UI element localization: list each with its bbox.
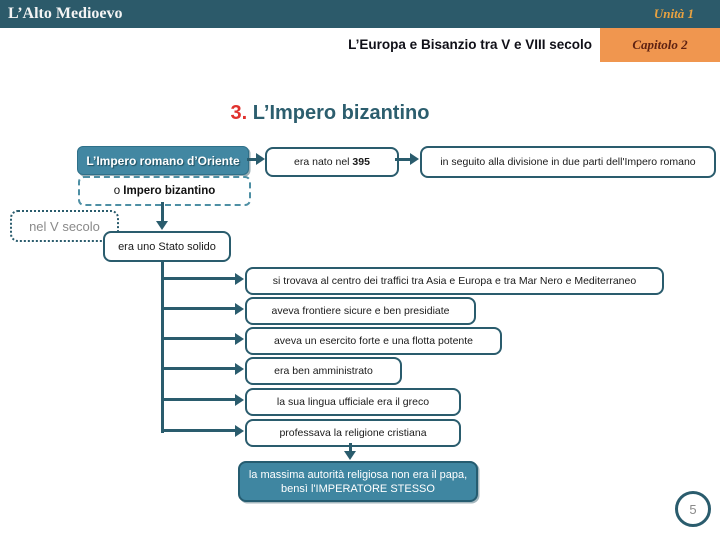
page-number: 5 [689, 501, 697, 517]
connector-line [161, 367, 236, 370]
arrow-right-icon [235, 425, 244, 437]
concept-box-impero-oriente: L’Impero romano d’Oriente [77, 146, 249, 175]
connector-line [349, 443, 352, 452]
feature-box: si trovava al centro dei traffici tra As… [245, 267, 664, 295]
feature-label: aveva frontiere sicure e ben presidiate [271, 305, 450, 317]
header-title: L’Alto Medioevo [8, 5, 123, 22]
connector-line [161, 202, 164, 223]
feature-box: aveva frontiere sicure e ben presidiate [245, 297, 476, 325]
arrow-right-icon [235, 333, 244, 345]
born-year: 395 [352, 156, 370, 168]
connector-line [395, 158, 412, 161]
arrow-right-icon [235, 303, 244, 315]
page-title-text: L’Impero bizantino [247, 102, 430, 124]
arrow-right-icon [256, 153, 265, 165]
born-text: era nato nel 395 [294, 156, 370, 168]
connector-line [161, 337, 236, 340]
arrow-right-icon [410, 153, 419, 165]
connector-line [161, 429, 236, 432]
feature-label: aveva un esercito forte e una flotta pot… [273, 335, 474, 347]
feature-label: la sua lingua ufficiale era il greco [276, 396, 430, 408]
feature-label: era ben amministrato [274, 365, 373, 377]
connector-line [161, 277, 236, 280]
feature-box: professava la religione cristiana [245, 419, 461, 447]
conclusion-box: la massima autorità religiosa non era il… [238, 461, 478, 502]
page-title-number: 3. [230, 102, 248, 124]
page-number-badge: 5 [675, 491, 711, 527]
conclusion-label: la massima autorità religiosa non era il… [248, 468, 468, 495]
feature-label: si trovava al centro dei traffici tra As… [272, 275, 637, 287]
connector-line [161, 258, 164, 433]
arrow-down-icon [156, 221, 168, 230]
concept-box-impero-bizantino: o Impero bizantino [78, 176, 251, 206]
concept-box-stato-solido: era uno Stato solido [103, 231, 231, 262]
connector-line [161, 398, 236, 401]
feature-box: era ben amministrato [245, 357, 402, 385]
arrow-right-icon [235, 363, 244, 375]
arrow-right-icon [235, 394, 244, 406]
concept-box-impero-bizantino-label: o Impero bizantino [113, 185, 216, 197]
chapter-badge: Capitolo 2 [600, 28, 720, 62]
concept-box-divisione-label: in seguito alla divisione in due parti d… [440, 156, 696, 168]
concept-box-nel-v-secolo-label: nel V secolo [29, 218, 100, 234]
concept-box-impero-oriente-label: L’Impero romano d’Oriente [86, 153, 240, 168]
concept-box-stato-solido-label: era uno Stato solido [118, 240, 216, 253]
concept-box-era-nato: era nato nel 395 [265, 147, 399, 177]
connector-line [247, 158, 258, 161]
arrow-right-icon [235, 273, 244, 285]
concept-box-nel-v-secolo: nel V secolo [10, 210, 119, 242]
connector-line [161, 307, 236, 310]
page-title: 3. L’Impero bizantino [0, 102, 660, 125]
unit-label: Unità 1 [653, 6, 694, 21]
arrow-down-icon [344, 451, 356, 460]
header-bar: L’Alto Medioevo Unità 1 [0, 0, 720, 28]
feature-label: professava la religione cristiana [279, 427, 427, 439]
feature-box: la sua lingua ufficiale era il greco [245, 388, 461, 416]
feature-box: aveva un esercito forte e una flotta pot… [245, 327, 502, 355]
subtitle-text: L’Europa e Bisanzio tra V e VIII secolo [348, 37, 592, 52]
concept-box-divisione: in seguito alla divisione in due parti d… [420, 146, 716, 178]
